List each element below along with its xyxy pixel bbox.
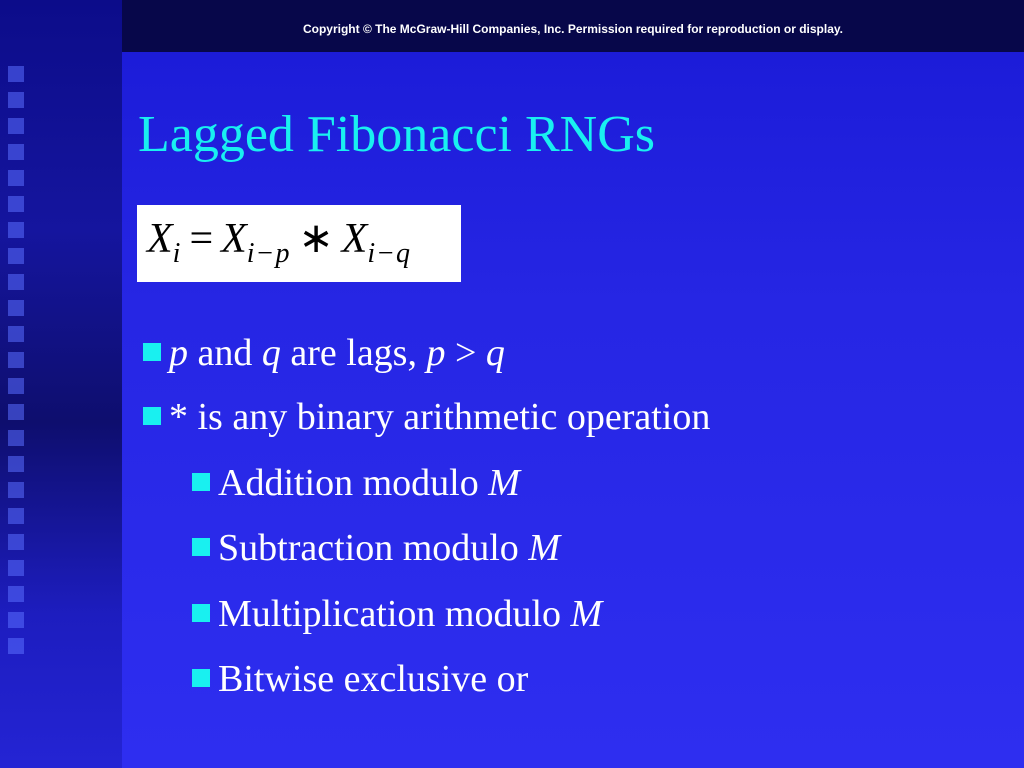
deco-square bbox=[8, 222, 24, 238]
formula-b-sub: i−q bbox=[367, 238, 412, 269]
var-m: M bbox=[488, 462, 520, 504]
deco-square bbox=[8, 612, 24, 628]
var-m: M bbox=[528, 527, 560, 569]
deco-square bbox=[8, 456, 24, 472]
deco-square bbox=[8, 170, 24, 186]
deco-square bbox=[8, 482, 24, 498]
var-q: q bbox=[261, 332, 281, 374]
deco-square bbox=[8, 534, 24, 550]
decorative-squares bbox=[8, 66, 28, 664]
text: > bbox=[445, 332, 486, 374]
bullet-square-icon bbox=[192, 538, 210, 556]
deco-square bbox=[8, 404, 24, 420]
left-decorative-strip bbox=[0, 0, 122, 768]
deco-square bbox=[8, 66, 24, 82]
deco-square bbox=[8, 92, 24, 108]
bullet-square-icon bbox=[192, 604, 210, 622]
bullet-square-icon bbox=[143, 343, 161, 361]
formula-lhs-sub: i bbox=[172, 238, 182, 269]
deco-square bbox=[8, 196, 24, 212]
formula-equals: = bbox=[189, 216, 214, 262]
text: are lags, bbox=[280, 332, 427, 374]
sub-list-item: Addition modulo M bbox=[192, 461, 520, 505]
var-p: p bbox=[169, 332, 188, 374]
sub-list-item: Bitwise exclusive or bbox=[192, 657, 528, 701]
formula-operator: ∗ bbox=[298, 216, 334, 262]
formula-lhs-var: X bbox=[147, 216, 173, 262]
deco-square bbox=[8, 352, 24, 368]
bullet-square-icon bbox=[192, 473, 210, 491]
list-item: p and q are lags, p > q bbox=[143, 331, 505, 375]
deco-square bbox=[8, 560, 24, 576]
deco-square bbox=[8, 144, 24, 160]
var-m: M bbox=[570, 593, 603, 635]
deco-square bbox=[8, 430, 24, 446]
deco-square bbox=[8, 300, 24, 316]
deco-square bbox=[8, 586, 24, 602]
text: and bbox=[188, 332, 262, 374]
deco-square bbox=[8, 274, 24, 290]
text: * is any binary arithmetic operation bbox=[169, 396, 711, 438]
deco-square bbox=[8, 378, 24, 394]
top-band bbox=[122, 0, 1024, 52]
formula-a-var: X bbox=[221, 216, 247, 262]
sub-list-item: Multiplication modulo M bbox=[192, 592, 602, 636]
bullet-square-icon bbox=[192, 669, 210, 687]
deco-square bbox=[8, 326, 24, 342]
deco-square bbox=[8, 118, 24, 134]
deco-square bbox=[8, 508, 24, 524]
slide-title: Lagged Fibonacci RNGs bbox=[138, 106, 656, 163]
var-p: p bbox=[426, 332, 446, 374]
copyright-notice: Copyright © The McGraw-Hill Companies, I… bbox=[302, 22, 844, 36]
text: Addition modulo bbox=[218, 462, 489, 504]
var-q: q bbox=[485, 332, 505, 374]
formula-a-sub: i−p bbox=[246, 238, 291, 269]
deco-square bbox=[8, 248, 24, 264]
text: Subtraction modulo bbox=[218, 527, 529, 569]
list-item: * is any binary arithmetic operation bbox=[143, 395, 710, 439]
formula-box: Xi=Xi−p∗Xi−q bbox=[137, 205, 461, 282]
deco-square bbox=[8, 638, 24, 654]
text: Multiplication modulo bbox=[218, 593, 571, 635]
sub-list-item: Subtraction modulo M bbox=[192, 526, 560, 570]
bullet-square-icon bbox=[143, 407, 161, 425]
formula-b-var: X bbox=[341, 216, 368, 262]
text: Bitwise exclusive or bbox=[218, 658, 529, 700]
